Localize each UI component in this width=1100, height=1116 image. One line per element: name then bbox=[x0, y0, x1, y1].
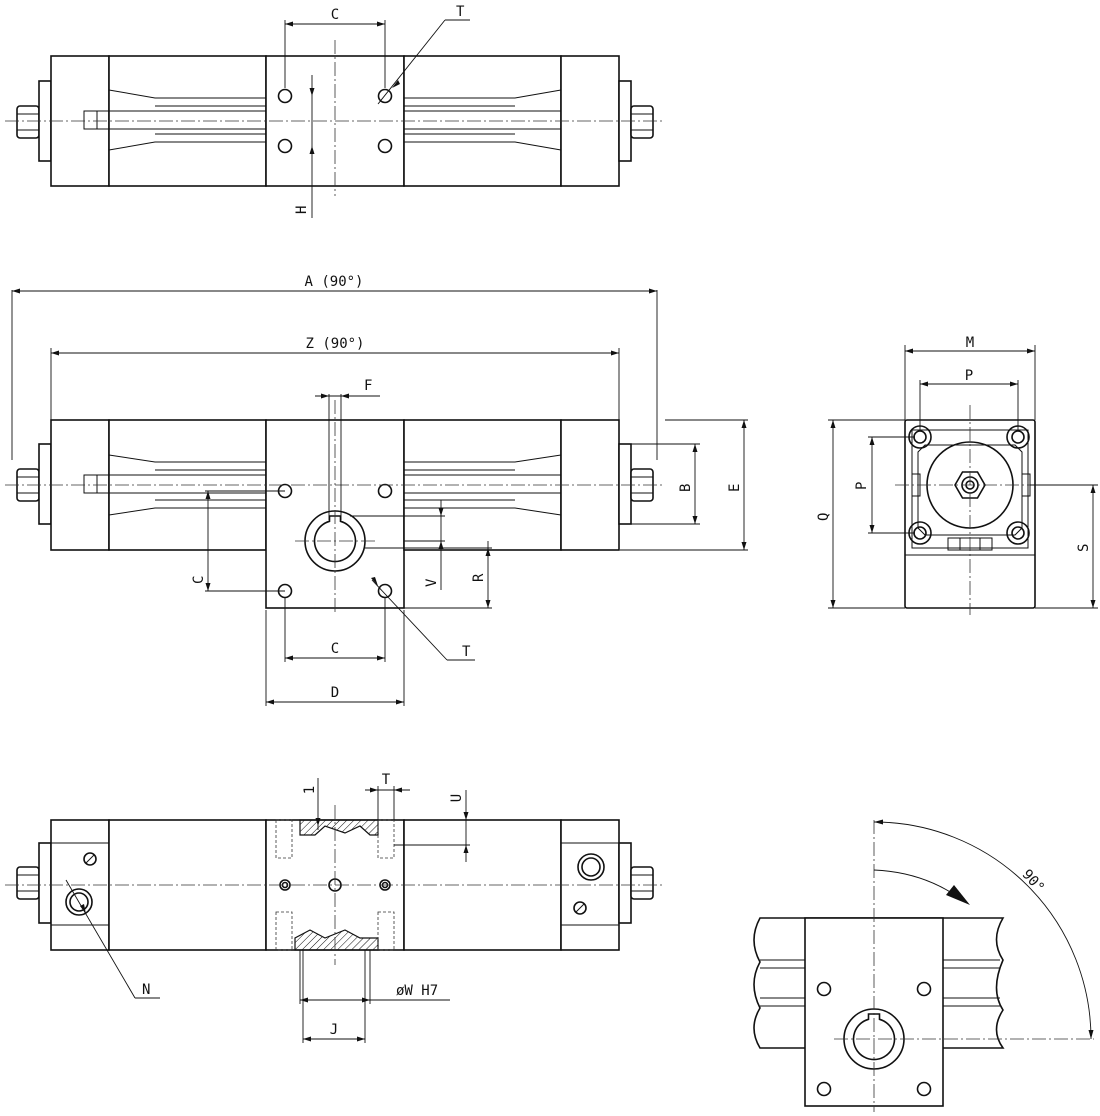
air-port bbox=[577, 853, 605, 881]
mount-hole bbox=[816, 981, 832, 997]
mount-hole bbox=[277, 88, 293, 104]
label-h: H bbox=[294, 206, 310, 214]
label-s: S bbox=[1076, 544, 1092, 552]
front-view: A (90°) Z (90°) F B E C V bbox=[5, 274, 748, 706]
corner-bolt bbox=[1006, 521, 1030, 545]
right-nut bbox=[630, 105, 654, 139]
rotation-arrow-head bbox=[946, 885, 970, 905]
adjust-screw bbox=[573, 901, 587, 915]
label-p-vertical: P bbox=[854, 482, 870, 490]
label-d: D bbox=[331, 685, 339, 701]
side-view: M P P Q S bbox=[816, 335, 1098, 615]
mount-hole bbox=[377, 138, 393, 154]
label-c: C bbox=[331, 7, 339, 23]
label-v: V bbox=[424, 578, 440, 587]
label-c-vertical: C bbox=[191, 576, 207, 584]
left-nut bbox=[16, 105, 40, 139]
mount-hole bbox=[377, 483, 393, 499]
top-view: C T H bbox=[5, 4, 665, 218]
left-flange bbox=[38, 443, 52, 525]
label-e: E bbox=[727, 484, 743, 492]
angle-arc bbox=[873, 821, 1092, 1040]
mount-hole bbox=[916, 1081, 932, 1097]
mount-hole bbox=[377, 88, 393, 104]
section-cut-bottom bbox=[294, 929, 379, 951]
shaft-keyway bbox=[313, 515, 357, 563]
label-p-horizontal: P bbox=[965, 368, 973, 384]
center-block bbox=[804, 917, 944, 1107]
label-1: 1 bbox=[302, 786, 318, 794]
mount-hole bbox=[816, 1081, 832, 1097]
adjust-screw bbox=[83, 852, 97, 866]
rotation-arrow bbox=[873, 869, 956, 896]
mount-hole bbox=[277, 138, 293, 154]
label-j: J bbox=[330, 1022, 338, 1038]
right-flange bbox=[618, 842, 632, 924]
mount-hole bbox=[377, 583, 393, 599]
label-w: øW H7 bbox=[396, 983, 438, 999]
bottom-view: 1 T U N øW H7 J bbox=[5, 772, 665, 1043]
right-flange bbox=[618, 443, 632, 525]
label-f: F bbox=[364, 378, 372, 394]
label-t-bottom: T bbox=[382, 772, 391, 788]
air-port bbox=[65, 888, 93, 916]
label-n: N bbox=[142, 982, 150, 998]
actuator-body-partial bbox=[753, 917, 1005, 1049]
label-m: M bbox=[966, 335, 974, 351]
label-b: B bbox=[678, 484, 694, 492]
mount-hole bbox=[916, 981, 932, 997]
label-t-front: T bbox=[462, 644, 471, 660]
label-z: Z (90°) bbox=[305, 336, 364, 352]
right-nut bbox=[630, 866, 654, 900]
label-q: Q bbox=[816, 513, 832, 521]
label-angle: 90° bbox=[1019, 867, 1048, 897]
label-u: U bbox=[449, 794, 465, 802]
rotation-detail: 90° bbox=[753, 819, 1094, 1112]
shaft-keyway bbox=[852, 1013, 896, 1061]
left-nut bbox=[16, 866, 40, 900]
label-t: T bbox=[456, 4, 465, 20]
label-c-horizontal: C bbox=[331, 641, 339, 657]
label-r: R bbox=[471, 573, 487, 582]
label-a: A (90°) bbox=[304, 274, 363, 290]
left-flange bbox=[38, 842, 52, 924]
